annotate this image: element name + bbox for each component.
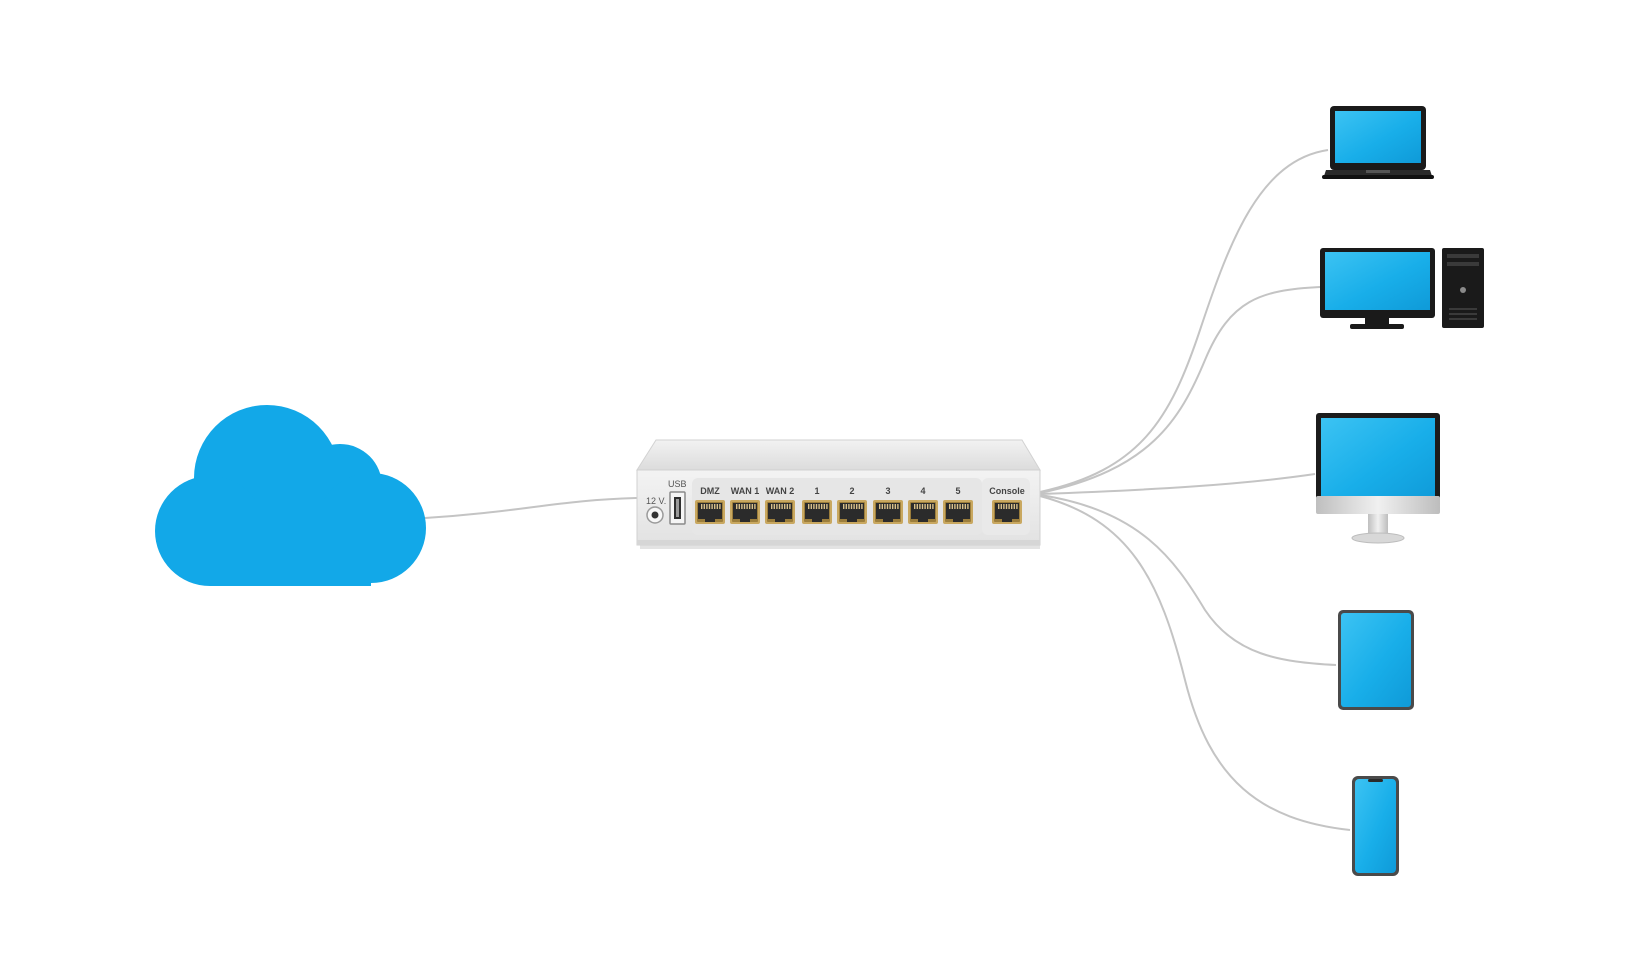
port-console (992, 500, 1022, 524)
port-label-4: 4 (920, 486, 925, 496)
cloud-icon (155, 405, 426, 586)
port-label-wan2: WAN 2 (766, 486, 795, 496)
cable-router-tablet (1039, 494, 1337, 666)
desktop-monitor (1320, 248, 1435, 329)
laptop-icon (1322, 106, 1434, 179)
usb-label: USB (668, 479, 687, 489)
power-jack (646, 506, 664, 524)
cable-router-phone (1039, 495, 1351, 831)
port-3 (873, 500, 903, 524)
port-label-5: 5 (955, 486, 960, 496)
port-wan1 (730, 500, 760, 524)
tablet-icon (1338, 610, 1414, 710)
port-wan2 (765, 500, 795, 524)
port-5 (943, 500, 973, 524)
smartphone-icon (1352, 776, 1399, 876)
cable-router-desktop (1039, 286, 1321, 494)
desktop-computer-icon (1320, 248, 1484, 329)
router-icon: 12 V. USB DMZ WAN 1 WAN 2 1 2 3 4 5 Cons… (636, 439, 1041, 549)
port-4 (908, 500, 938, 524)
cables (424, 149, 1351, 831)
cable-cloud-router (424, 497, 638, 519)
port-label-3: 3 (885, 486, 890, 496)
port-label-console: Console (989, 486, 1025, 496)
cable-router-monitor (1039, 473, 1316, 495)
power-label: 12 V. (646, 496, 666, 506)
desktop-tower (1442, 248, 1484, 328)
port-label-dmz: DMZ (700, 486, 720, 496)
port-label-1: 1 (814, 486, 819, 496)
all-in-one-monitor-icon (1316, 413, 1440, 544)
cable-router-laptop (1039, 149, 1329, 493)
port-label-wan1: WAN 1 (731, 486, 760, 496)
port-label-2: 2 (849, 486, 854, 496)
port-1 (802, 500, 832, 524)
port-2 (837, 500, 867, 524)
usb-port (669, 491, 686, 525)
port-dmz (695, 500, 725, 524)
